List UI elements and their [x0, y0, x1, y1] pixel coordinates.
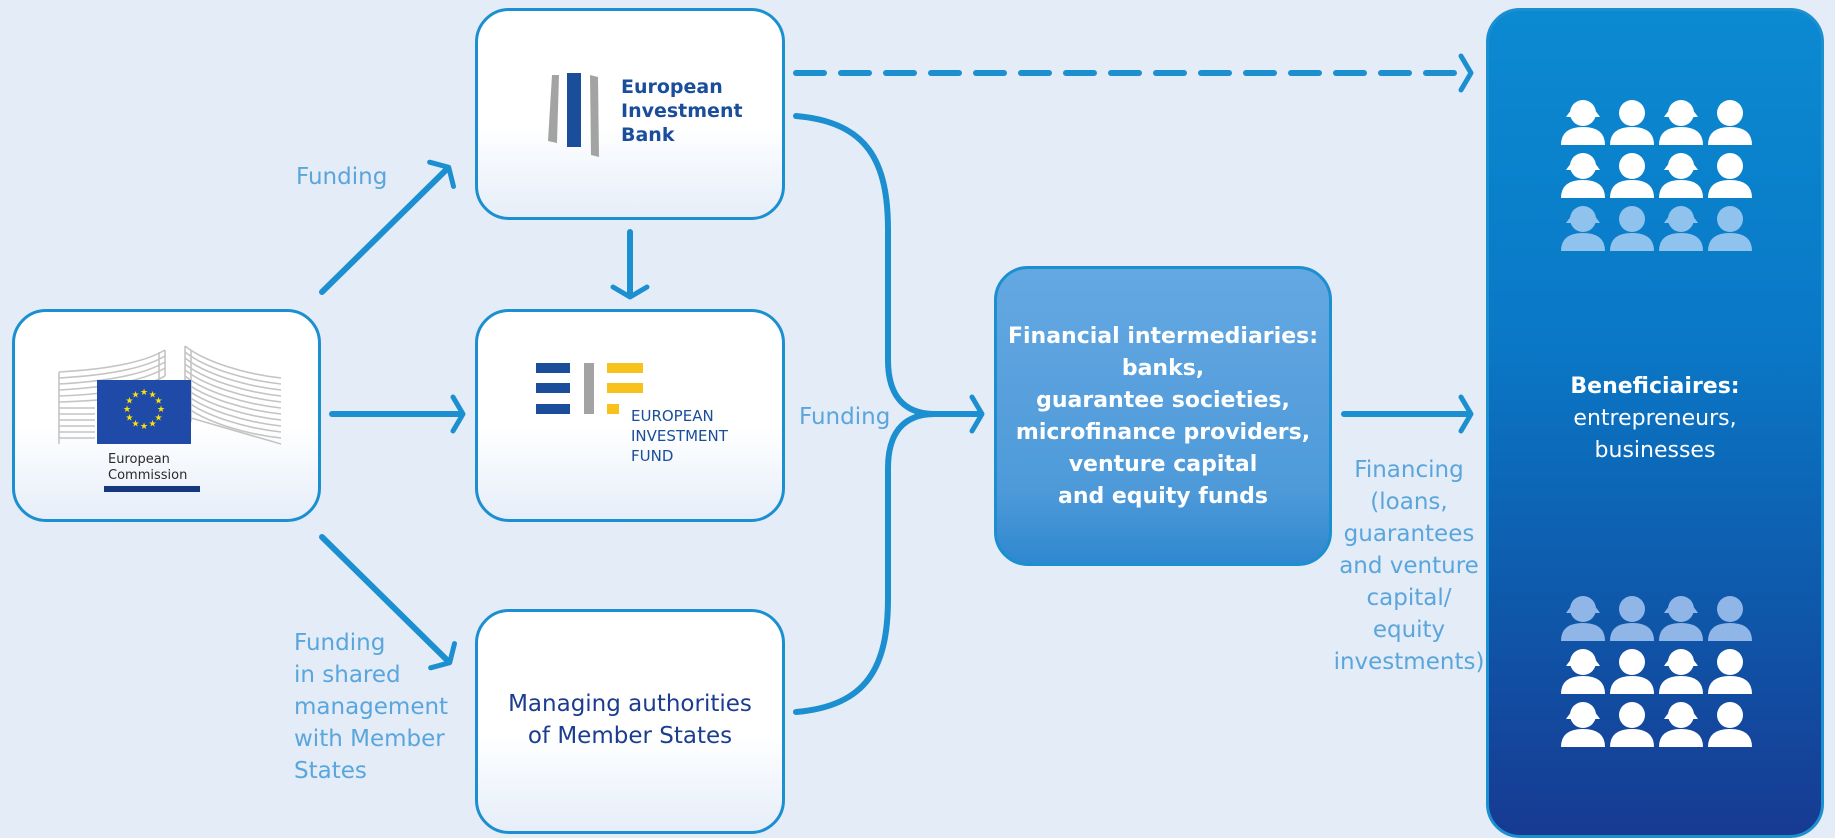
eif-name-line-3: FUND	[631, 447, 674, 465]
person-icon	[1610, 153, 1654, 198]
funding-shared-line-2: in shared	[294, 662, 401, 688]
financing-line-1: Financing	[1354, 457, 1464, 483]
managing-authorities-line-1: Managing authorities	[508, 691, 752, 717]
eib-name-line-2: Investment	[621, 100, 743, 122]
financing-line-4: and venture	[1339, 553, 1479, 579]
svg-text:★: ★	[148, 391, 156, 401]
arrow-ec-to-managing-authorities	[319, 534, 458, 671]
person-icon	[1708, 649, 1752, 694]
funding-shared-management-label: Funding in shared management with Member…	[294, 627, 448, 787]
curve-eib-to-intermediaries	[793, 113, 938, 417]
person-icon	[1610, 649, 1654, 694]
beneficiaries-line-2: entrepreneurs,	[1573, 406, 1737, 431]
eif-name: EUROPEAN INVESTMENT FUND	[631, 406, 728, 466]
european-commission-label: European Commission	[108, 452, 187, 484]
svg-text:★: ★	[140, 388, 148, 398]
financial-intermediaries-box: Financial intermediaries: banks, guarant…	[994, 266, 1332, 566]
fi-line-5: venture capital	[1068, 452, 1258, 477]
eib-name: European Investment Bank	[621, 75, 743, 147]
svg-text:★: ★	[155, 414, 163, 424]
svg-text:★: ★	[148, 420, 156, 430]
person-icon	[1659, 206, 1703, 251]
person-icon	[1659, 702, 1703, 747]
managing-authorities-label: Managing authorities of Member States	[478, 688, 782, 752]
european-commission-box: ★ ★ ★ ★ ★ ★ ★ ★ ★ ★ ★ ★ European Commiss…	[12, 309, 321, 522]
connector-layer	[319, 53, 1474, 715]
ec-underline-bar	[104, 486, 200, 492]
person-icon	[1708, 100, 1752, 145]
financing-line-5: capital/	[1366, 585, 1452, 611]
person-icon	[1561, 100, 1605, 145]
funding-shared-line-1: Funding	[294, 630, 386, 656]
person-icon	[1561, 702, 1605, 747]
person-icon	[1561, 206, 1605, 251]
eib-name-line-3: Bank	[621, 124, 675, 146]
person-icon	[1561, 649, 1605, 694]
person-icon	[1610, 206, 1654, 251]
beneficiaries-label: Beneficiaires: entrepreneurs, businesses	[1489, 371, 1821, 467]
person-icon	[1659, 649, 1703, 694]
european-investment-bank-box: European Investment Bank	[475, 8, 785, 220]
ec-name-line-1: European	[108, 452, 170, 467]
european-investment-fund-box: EUROPEAN INVESTMENT FUND	[475, 309, 785, 522]
eif-name-line-1: EUROPEAN	[631, 407, 714, 425]
svg-text:★: ★	[125, 414, 133, 424]
people-group-bottom-icon	[1561, 596, 1752, 747]
person-icon	[1659, 596, 1703, 641]
fi-line-2: banks,	[1121, 356, 1205, 381]
person-icon	[1561, 596, 1605, 641]
person-icon	[1708, 206, 1752, 251]
eib-logo-icon	[548, 73, 599, 157]
eif-name-line-2: INVESTMENT	[631, 427, 728, 445]
funding-eib-text: Funding	[296, 164, 388, 190]
financing-line-7: investments)	[1333, 649, 1485, 675]
financing-line-2: (loans,	[1370, 489, 1448, 515]
svg-text:★: ★	[131, 420, 139, 430]
fi-line-6: and equity funds	[1057, 484, 1269, 509]
people-group-top-icon	[1561, 100, 1752, 251]
person-icon	[1610, 702, 1654, 747]
person-icon	[1708, 596, 1752, 641]
fi-line-1: Financial intermediaries:	[1007, 324, 1319, 349]
arrow-ec-to-eib	[319, 159, 457, 295]
ec-name-line-2: Commission	[108, 468, 188, 483]
person-icon	[1610, 100, 1654, 145]
curve-managing-authorities-to-intermediaries	[793, 411, 938, 715]
beneficiaries-line-3: businesses	[1594, 438, 1716, 463]
funding-shared-line-5: States	[294, 758, 367, 784]
beneficiaries-title: Beneficiaires:	[1570, 374, 1740, 399]
managing-authorities-box: Managing authorities of Member States	[475, 609, 785, 834]
svg-text:★: ★	[123, 405, 131, 415]
fi-line-3: guarantee societies,	[1036, 388, 1290, 413]
funding-shared-line-3: management	[294, 694, 449, 720]
financing-line-3: guarantees	[1343, 521, 1475, 547]
funding-center-text: Funding	[799, 404, 891, 430]
eib-name-line-1: European	[621, 76, 723, 98]
european-commission-logo-icon: ★ ★ ★ ★ ★ ★ ★ ★ ★ ★ ★ ★	[58, 345, 282, 445]
svg-text:★: ★	[157, 405, 165, 415]
financing-line-6: equity	[1372, 617, 1446, 643]
person-icon	[1561, 153, 1605, 198]
funding-shared-line-4: with Member	[294, 726, 445, 752]
svg-text:★: ★	[125, 397, 133, 407]
funding-center-label: Funding	[799, 401, 890, 433]
person-icon	[1659, 153, 1703, 198]
person-icon	[1610, 596, 1654, 641]
person-icon	[1708, 153, 1752, 198]
beneficiaries-box: Beneficiaires: entrepreneurs, businesses	[1486, 8, 1824, 838]
fi-line-4: microfinance providers,	[1015, 420, 1311, 445]
eif-logo-icon	[536, 363, 643, 414]
person-icon	[1708, 702, 1752, 747]
svg-text:★: ★	[140, 422, 148, 432]
person-icon	[1659, 100, 1703, 145]
svg-text:★: ★	[131, 391, 139, 401]
financial-intermediaries-label: Financial intermediaries: banks, guarant…	[997, 321, 1329, 513]
financing-label: Financing (loans, guarantees and venture…	[1332, 454, 1486, 678]
svg-text:★: ★	[155, 397, 163, 407]
funding-eib-label: Funding	[296, 161, 387, 193]
managing-authorities-line-2: of Member States	[527, 723, 733, 749]
